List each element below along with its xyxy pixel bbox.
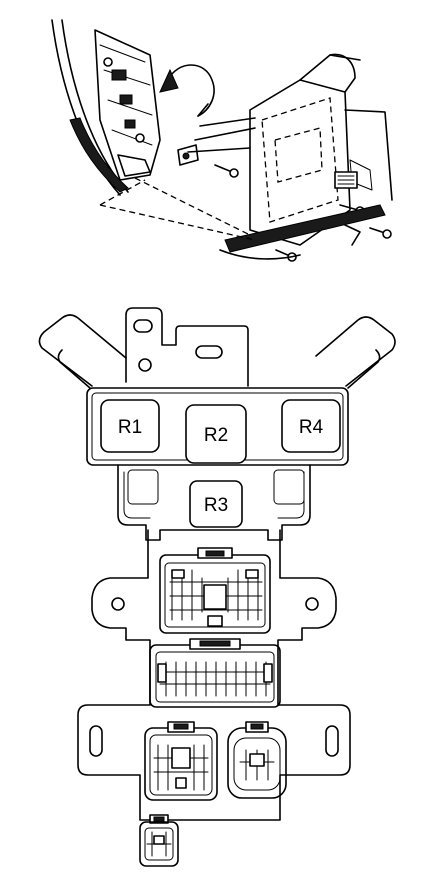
- relay-r1: R1: [100, 399, 160, 453]
- relay-r3: R3: [189, 480, 243, 528]
- installation-illustration: [51, 19, 393, 262]
- connector-middle: [149, 638, 281, 708]
- connector-upper: [159, 547, 271, 634]
- relay-r2: R2: [185, 404, 247, 464]
- relay-r3-label: R3: [204, 495, 228, 516]
- relay-r4: R4: [281, 399, 341, 453]
- relay-r4-label: R4: [299, 417, 324, 438]
- junction-block-outline: [38, 307, 396, 821]
- relay-r2-label: R2: [204, 425, 228, 446]
- relay-r1-label: R1: [118, 417, 142, 438]
- connector-lower-right: [227, 721, 287, 799]
- connector-lower-left: [144, 721, 218, 801]
- connector-bottom-dangling: [139, 814, 179, 867]
